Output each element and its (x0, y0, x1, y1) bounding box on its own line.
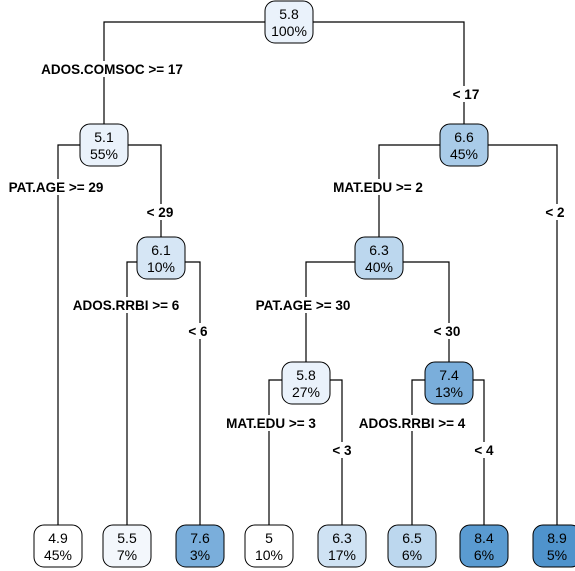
split-label-bg (248, 297, 358, 313)
split-label-bg (220, 415, 322, 431)
node-percent: 10% (147, 259, 175, 275)
tree-edge (57, 144, 162, 525)
node-box (175, 524, 225, 568)
split-node: 5.155% (79, 123, 129, 167)
node-percent: 27% (292, 384, 320, 400)
split-label: MAT.EDU >= 2 (333, 180, 423, 195)
node-box (317, 524, 367, 568)
node-percent: 6% (402, 547, 422, 563)
split-label: MAT.EDU >= 3 (226, 416, 316, 431)
node-percent: 6% (474, 547, 494, 563)
node-percent: 55% (90, 146, 118, 162)
node-value: 7.4 (439, 367, 459, 383)
node-percent: 3% (190, 547, 210, 563)
node-box (387, 524, 437, 568)
node-box (136, 236, 186, 280)
split-label: < 17 (453, 87, 480, 102)
split-label-bg (67, 297, 185, 313)
node-percent: 100% (271, 23, 307, 39)
node-percent: 17% (328, 547, 356, 563)
split-label-bg (540, 204, 570, 220)
node-percent: 13% (435, 384, 463, 400)
split-node: 6.110% (136, 236, 186, 280)
node-box (532, 524, 575, 568)
node-percent: 5% (547, 547, 567, 563)
node-value: 5.8 (296, 367, 316, 383)
leaf-node: 7.63% (175, 524, 225, 568)
node-value: 5.1 (94, 129, 114, 145)
tree-edge (378, 144, 558, 525)
node-box (354, 236, 404, 280)
leaf-node: 6.56% (387, 524, 437, 568)
node-value: 5.5 (117, 530, 137, 546)
node-value: 6.5 (402, 530, 422, 546)
node-value: 7.6 (190, 530, 210, 546)
node-box (424, 361, 474, 405)
node-box (33, 524, 83, 568)
node-box (281, 361, 331, 405)
node-value: 6.3 (332, 530, 352, 546)
node-value: 5.8 (279, 6, 299, 22)
node-box (244, 524, 294, 568)
split-label: PAT.AGE >= 30 (256, 298, 351, 313)
split-node: 5.827% (281, 361, 331, 405)
node-box (264, 0, 314, 44)
node-percent: 7% (117, 547, 137, 563)
split-node: 6.645% (439, 123, 489, 167)
split-labels: ADOS.COMSOC >= 17 < 17 PAT.AGE >= 29 < 29 MA… (1, 61, 570, 458)
leaf-node: 8.46% (459, 524, 509, 568)
split-label: < 6 (188, 324, 208, 339)
split-label-bg (183, 323, 213, 339)
node-value: 8.9 (547, 530, 567, 546)
split-label-bg (327, 442, 357, 458)
leaf-node: 6.317% (317, 524, 367, 568)
node-value: 6.1 (151, 242, 171, 258)
node-value: 5 (265, 530, 273, 546)
node-box (102, 524, 152, 568)
split-label: < 30 (434, 324, 461, 339)
node-value: 6.6 (454, 129, 474, 145)
leaf-node: 4.945% (33, 524, 83, 568)
split-node: 7.413% (424, 361, 474, 405)
split-label: ADOS.RRBI >= 6 (73, 298, 180, 313)
split-label-bg (428, 323, 466, 339)
split-label: < 3 (332, 443, 352, 458)
node-percent: 45% (450, 146, 478, 162)
node-value: 8.4 (474, 530, 494, 546)
node-box (439, 123, 489, 167)
split-label: < 4 (474, 443, 494, 458)
node-value: 6.3 (369, 242, 389, 258)
node-percent: 10% (255, 547, 283, 563)
split-label-bg (469, 442, 499, 458)
split-label-bg (327, 179, 429, 195)
split-label: < 2 (545, 205, 564, 220)
node-box (459, 524, 509, 568)
split-label-bg (41, 61, 183, 77)
split-label-bg (1, 179, 111, 195)
node-box (79, 123, 129, 167)
tree-nodes: 5.8100%5.155%6.645%6.110%6.340%5.827%7.4… (33, 0, 575, 568)
split-label: < 29 (147, 205, 174, 220)
node-percent: 40% (365, 259, 393, 275)
node-value: 4.9 (48, 530, 68, 546)
leaf-node: 8.95% (532, 524, 575, 568)
split-label: ADOS.COMSOC >= 17 (41, 62, 183, 77)
split-label: ADOS.RRBI >= 4 (359, 416, 466, 431)
node-percent: 45% (44, 547, 72, 563)
split-label-bg (353, 415, 471, 431)
split-node: 6.340% (354, 236, 404, 280)
leaf-node: 510% (244, 524, 294, 568)
split-label-bg (447, 86, 485, 102)
split-label-bg (141, 204, 179, 220)
split-label: PAT.AGE >= 29 (9, 180, 104, 195)
leaf-node: 5.57% (102, 524, 152, 568)
